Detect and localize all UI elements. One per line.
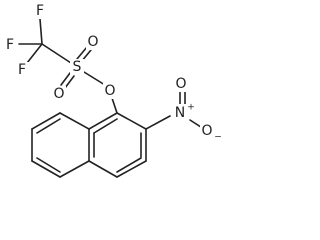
bond-c6-c5-inner: [36, 157, 61, 173]
bond-c8-c7-inner: [36, 118, 61, 134]
atom-fluorine-left: F: [6, 37, 14, 53]
bond-c5-c4a: [59, 160, 90, 178]
atom-oxygen-nitro-lower: O: [201, 123, 212, 139]
atom-oxygen-nitro-upper: O: [175, 76, 186, 92]
bond-c3-c4-inner: [116, 157, 142, 173]
bond-c8-c7: [31, 112, 61, 130]
bond-c-s: [41, 43, 72, 64]
atom-labels: F F F S O O O N + O O −: [3, 3, 222, 143]
nitrogen-charge-label: +: [187, 103, 195, 113]
atom-nitrogen: N: [175, 105, 185, 121]
bond-s-o-lower-b: [64, 75, 75, 89]
oxygen-charge-label: −: [214, 133, 222, 143]
bond-s-o-lower-a: [60, 72, 71, 86]
bond-c8a-c8: [59, 112, 90, 130]
atom-sulfur: S: [73, 59, 82, 75]
bond-c1-c2: [116, 112, 147, 130]
bond-cf3-f-bottom: [26, 43, 43, 64]
bond-c8a-c1-inner: [93, 118, 118, 134]
bond-s-o-ester: [83, 71, 106, 86]
atom-oxygen-sulfonyl-upper: O: [87, 34, 98, 50]
bond-o-c1: [111, 97, 118, 114]
atom-oxygen-ester: O: [104, 83, 115, 99]
atom-oxygen-sulfonyl-lower: O: [53, 86, 64, 102]
bond-s-o-upper-a: [76, 46, 88, 60]
bond-cf3-f-top: [39, 18, 43, 45]
bond-c2-n: [145, 115, 171, 130]
bond-c3-c4: [116, 160, 147, 178]
atom-fluorine-top: F: [36, 3, 44, 19]
bond-c6-c5: [31, 160, 61, 178]
bond-c8a-c1: [88, 112, 118, 130]
bond-c4-c4a: [88, 160, 118, 178]
atom-fluorine-bottom: F: [18, 62, 26, 78]
chemical-structure-diagram: F F F S O O O N + O O −: [3, 3, 222, 178]
